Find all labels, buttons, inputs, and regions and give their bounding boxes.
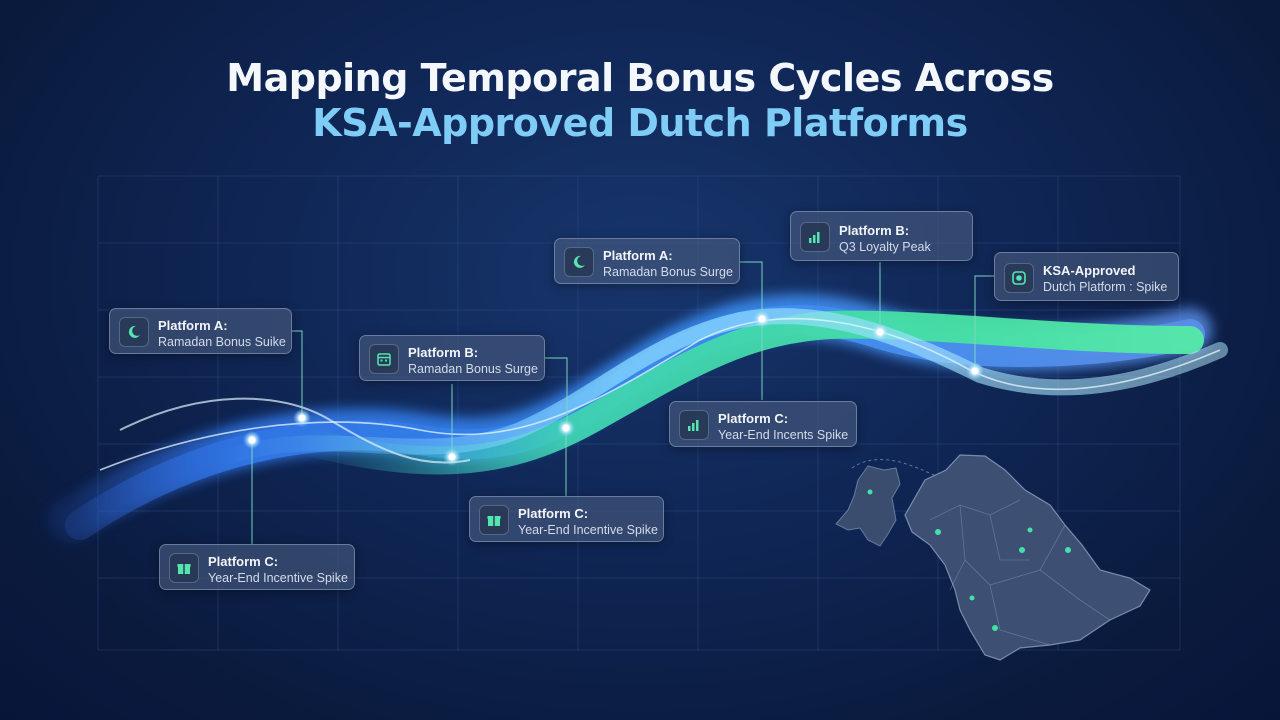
bar-chart-icon	[800, 222, 830, 252]
callout-card: Platform B: Ramadan Bonus Surge	[359, 335, 545, 381]
region-map-illustration	[835, 454, 1151, 661]
callout-subtitle: Q3 Loyalty Peak	[839, 240, 931, 254]
title-line-2: KSA-Approved Dutch Platforms	[312, 100, 968, 145]
callout-title: Platform B:	[839, 223, 910, 238]
callout-card: Platform B: Q3 Loyalty Peak	[790, 211, 973, 261]
timeline-points	[243, 310, 984, 466]
callout-title: Platform B:	[408, 345, 479, 360]
callout-subtitle: Year-End Incentive Spike	[518, 523, 658, 537]
gift-icon	[479, 505, 509, 535]
badge-icon	[1004, 263, 1034, 293]
callout-connectors	[251, 261, 994, 544]
callout-subtitle: Dutch Platform : Spike	[1043, 280, 1168, 294]
callout-subtitle: Ramadan Bonus Surge	[408, 362, 538, 376]
callout-card: Platform A: Ramadan Bonus Suike	[109, 308, 292, 354]
callout-title: Platform A:	[158, 318, 228, 333]
callout-subtitle: Ramadan Bonus Suike	[158, 335, 286, 349]
callout-card: Platform A: Ramadan Bonus Surge	[554, 238, 740, 284]
callout-title: KSA-Approved	[1043, 263, 1136, 278]
callout-card: KSA-Approved Dutch Platform : Spike	[994, 252, 1179, 301]
title-line-1: Mapping Temporal Bonus Cycles Across	[226, 56, 1054, 100]
callout-card: Platform C: Year-End Incentive Spike	[469, 496, 664, 542]
callout-title: Platform C:	[518, 506, 589, 521]
callout-card: Platform C: Year-End Incents Spike	[669, 401, 857, 447]
moon-icon	[119, 317, 149, 347]
callout-title: Platform A:	[603, 248, 673, 263]
bar-chart-icon	[679, 410, 709, 440]
moon-icon	[564, 247, 594, 277]
callout-title: Platform C:	[208, 554, 279, 569]
gift-icon	[169, 553, 199, 583]
callout-subtitle: Ramadan Bonus Surge	[603, 265, 733, 279]
callout-subtitle: Year-End Incents Spike	[718, 428, 849, 442]
calendar-icon	[369, 344, 399, 374]
callout-subtitle: Year-End Incentive Spike	[208, 571, 348, 585]
page-title: Mapping Temporal Bonus Cycles Across KSA…	[0, 56, 1280, 146]
callout-card: Platform C: Year-End Incentive Spike	[159, 544, 355, 590]
callout-title: Platform C:	[718, 411, 789, 426]
